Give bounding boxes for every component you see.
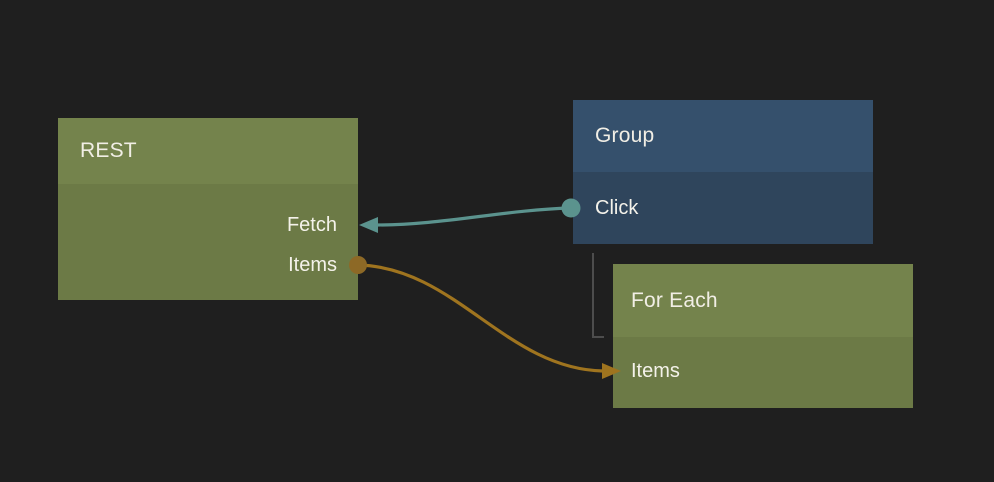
node-group-title: Group	[595, 124, 655, 147]
node-rest-body: Fetch Items	[58, 184, 358, 300]
node-rest-title: REST	[80, 139, 137, 162]
node-group-body: Click	[573, 172, 873, 244]
port-rest-fetch-label: Fetch	[286, 213, 337, 236]
node-foreach-title: For Each	[631, 288, 718, 312]
port-foreach-items[interactable]: Items	[613, 351, 913, 391]
connection-items-to-items-path[interactable]	[356, 263, 605, 373]
node-foreach-body: Items	[613, 337, 913, 408]
node-rest-header[interactable]: REST	[58, 118, 358, 184]
node-group-header[interactable]: Group	[573, 100, 873, 172]
port-group-click[interactable]: Click	[573, 188, 873, 228]
port-rest-fetch[interactable]: Fetch	[58, 205, 358, 245]
node-foreach[interactable]: For Each Items	[613, 264, 913, 408]
connection-items-to-items	[349, 256, 621, 379]
port-foreach-items-label: Items	[631, 359, 680, 382]
node-group[interactable]: Group Click	[573, 100, 873, 244]
node-rest[interactable]: REST Fetch Items	[58, 118, 358, 300]
node-foreach-header[interactable]: For Each	[613, 264, 913, 337]
connection-click-to-fetch	[359, 198, 581, 233]
arrowhead-into-fetch-icon	[359, 217, 378, 233]
tree-connector-group-to-foreach	[592, 253, 604, 338]
connection-click-to-fetch-path[interactable]	[374, 206, 573, 227]
port-group-click-label: Click	[595, 196, 639, 219]
port-rest-items-label: Items	[288, 253, 337, 276]
port-rest-items[interactable]: Items	[58, 245, 358, 285]
